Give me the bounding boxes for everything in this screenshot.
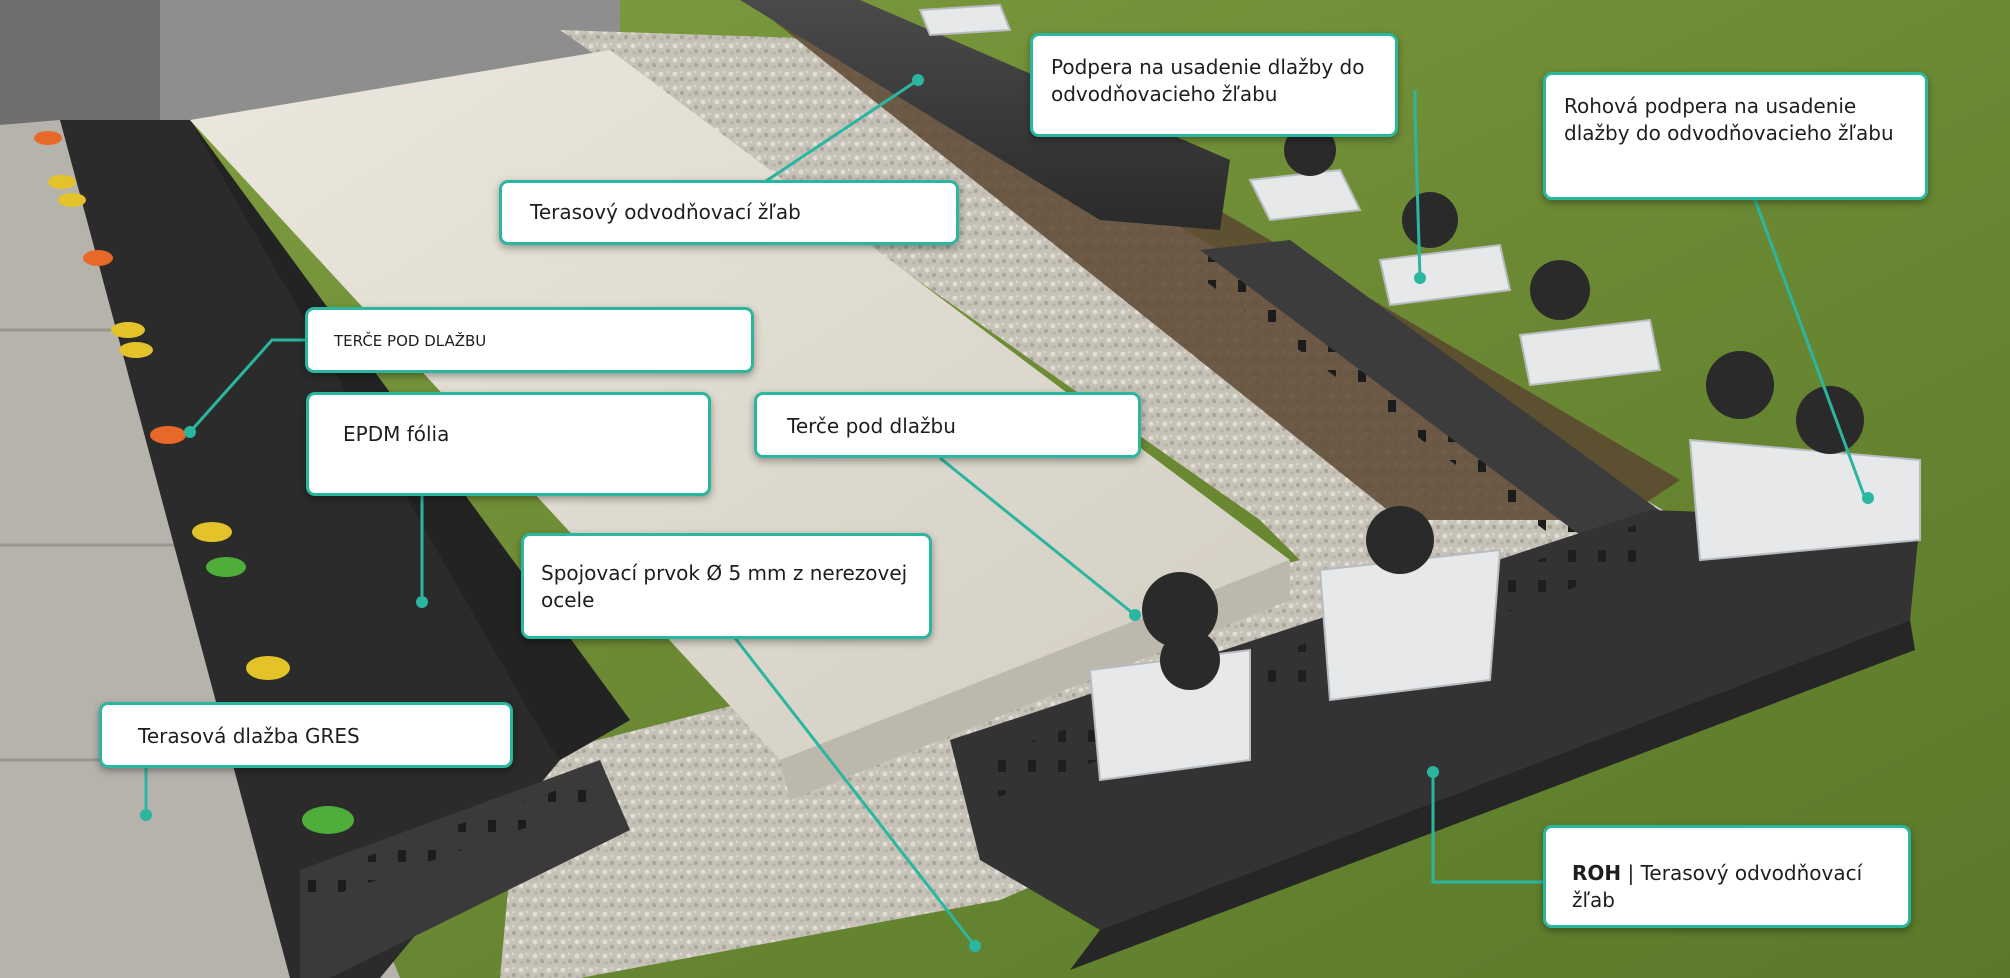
terrace-gutter-label: Terasový odvodňovací žľab [530, 200, 801, 224]
tiles-callout: Terasová dlažba GRES [99, 702, 513, 768]
terrace-gutter-callout: Terasový odvodňovací žľab [499, 180, 959, 245]
gutter-pedestals [1142, 124, 1864, 690]
front-gutter [950, 510, 1920, 930]
membrane-pedestals [34, 131, 354, 834]
tiles-label: Terasová dlažba GRES [138, 724, 360, 748]
corner-gutter-label: | Terasový odvodňovací žľab [1572, 861, 1863, 912]
epdm-callout: EPDM fólia [306, 392, 711, 496]
gutter-support-label: Podpera na usadenie dlažby do odvodňovac… [1051, 55, 1365, 106]
corner-support-label: Rohová podpera na usadenie dlažby do odv… [1564, 94, 1894, 145]
gutter-supports [918, 3, 1921, 782]
epdm-label: EPDM fólia [343, 422, 450, 446]
concrete-slab [190, 50, 1290, 760]
corner-support-callout: Rohová podpera na usadenie dlažby do odv… [1543, 72, 1928, 200]
corner-gutter-callout: ROH | Terasový odvodňovací žľab [1543, 825, 1911, 928]
pedestals-label: Terče pod dlažbu [787, 414, 956, 438]
corner-gutter-bold-label: ROH [1572, 861, 1622, 885]
connector-label: Spojovací prvok Ø 5 mm z nerezovej ocele [541, 561, 908, 612]
pedestals-callout: Terče pod dlažbu [754, 392, 1141, 458]
gutter-support-callout: Podpera na usadenie dlažby do odvodňovac… [1030, 33, 1398, 137]
pedestals-upper-callout: TERČE POD DLAŽBU [305, 307, 754, 373]
pedestals-upper-label: TERČE POD DLAŽBU [334, 332, 487, 350]
connector-callout: Spojovací prvok Ø 5 mm z nerezovej ocele [521, 533, 932, 639]
upper-gutter [740, 0, 1230, 230]
leader-lines [140, 74, 1874, 952]
